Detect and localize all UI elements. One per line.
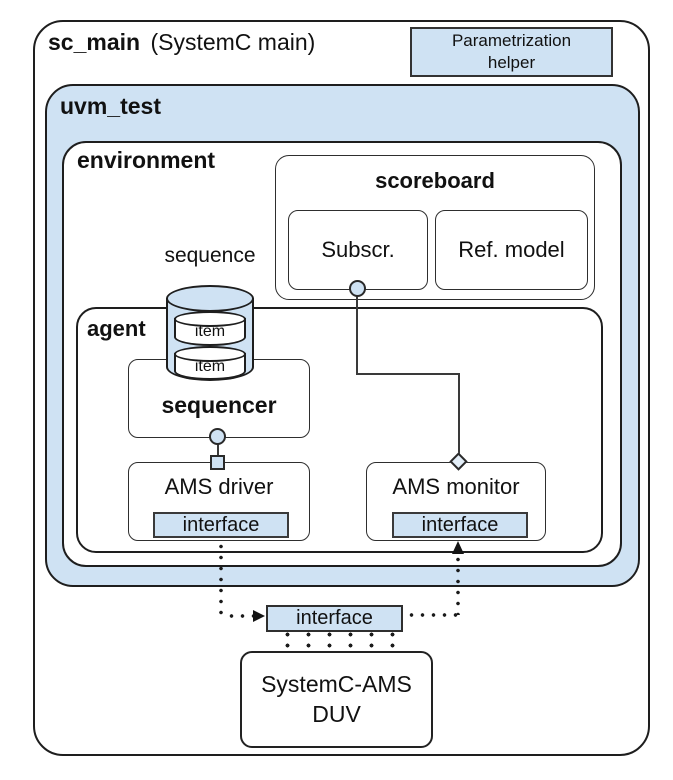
sequencer-driver-connector — [217, 443, 219, 457]
sequence-item-cylinder: item — [174, 311, 246, 347]
driver-interface-dotted-line — [219, 541, 223, 615]
subscriber-box: Subscr. — [288, 210, 428, 290]
shared-interface-label: interface — [296, 607, 373, 629]
sequence-item-label: item — [194, 358, 226, 375]
sequence-cylinder-icon: item item — [166, 285, 254, 381]
monitor-interface-dotted-line — [456, 554, 460, 615]
ref-model-label: Ref. model — [458, 237, 565, 262]
ams-driver-interface-label: interface — [182, 513, 260, 536]
sequencer-label: sequencer — [161, 392, 277, 418]
agent-label: agent — [87, 316, 146, 341]
sequence-item-cylinder: item — [174, 346, 246, 381]
ams-monitor-interface-label: interface — [421, 513, 499, 536]
sequence-label: sequence — [164, 244, 256, 267]
scoreboard-label: scoreboard — [375, 168, 495, 193]
sequencer-port-circle-icon — [209, 428, 226, 445]
sc-main-label: sc_main (SystemC main) — [48, 29, 316, 55]
subscriber-label: Subscr. — [321, 237, 395, 262]
parametrization-helper-line2: helper — [487, 53, 536, 72]
subscr-monitor-connector-v1 — [356, 296, 358, 375]
ams-driver-interface-box: interface — [153, 512, 289, 538]
arrow-up-icon — [452, 541, 464, 554]
duv-line2: DUV — [312, 700, 361, 727]
ams-driver-label: AMS driver — [164, 474, 274, 499]
ams-monitor-label: AMS monitor — [392, 474, 520, 499]
subscr-port-circle-icon — [349, 280, 366, 297]
monitor-interface-dotted-line-h — [406, 613, 458, 617]
interface-duv-dotted-links — [277, 629, 403, 651]
duv-line1: SystemC-AMS — [261, 670, 412, 697]
ref-model-box: Ref. model — [435, 210, 588, 290]
driver-port-square-icon — [210, 455, 225, 470]
item1-top — [174, 311, 246, 327]
sc-main-suffix: (SystemC main) — [150, 29, 316, 55]
environment-label: environment — [77, 147, 216, 173]
sc-main-name: sc_main — [48, 29, 141, 55]
sequence-cylinder-top — [166, 285, 254, 312]
uvm-test-label: uvm_test — [60, 93, 161, 119]
shared-interface-box: interface — [266, 605, 403, 632]
subscr-monitor-connector-h — [356, 373, 460, 375]
sequence-item-label: item — [194, 323, 226, 340]
systemc-ams-duv-box: SystemC-AMS DUV — [240, 651, 433, 748]
parametrization-helper-line1: Parametrization — [451, 30, 572, 50]
parametrization-helper-box: Parametrization helper — [410, 27, 613, 77]
item2-top — [174, 346, 246, 362]
arrow-right-icon — [253, 610, 265, 622]
driver-interface-dotted-line-h — [226, 614, 254, 618]
subscr-monitor-connector-v2 — [458, 373, 460, 454]
ams-monitor-interface-box: interface — [392, 512, 528, 538]
